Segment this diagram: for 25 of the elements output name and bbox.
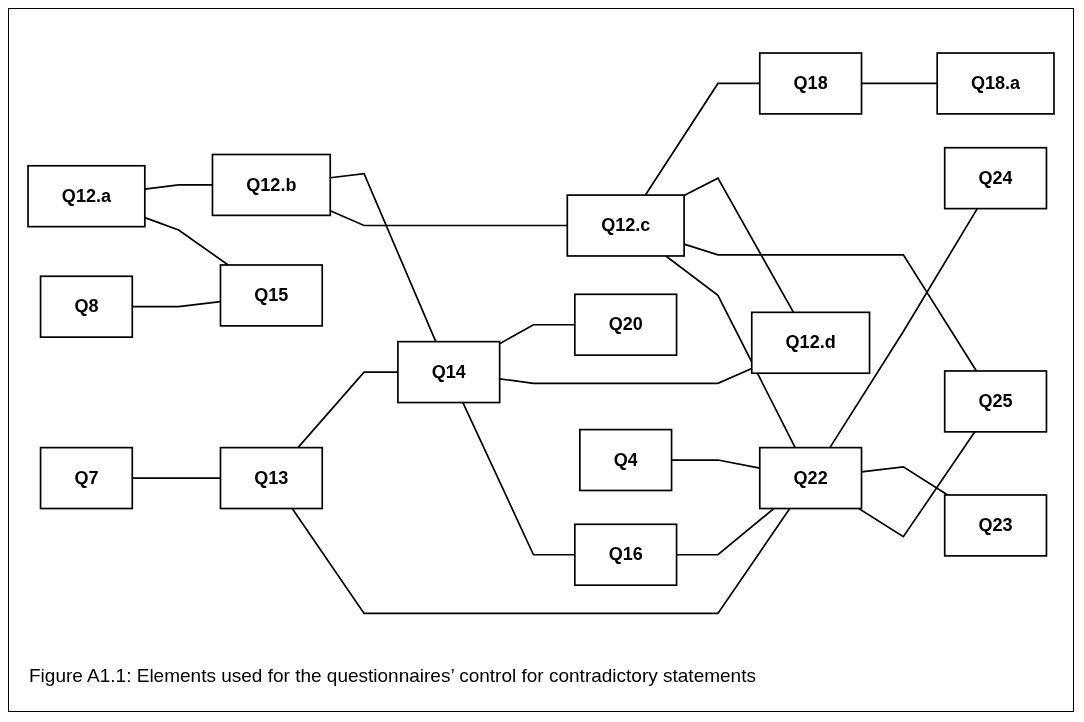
- connector: [291, 507, 791, 614]
- connector: [857, 430, 976, 538]
- connector: [665, 254, 797, 449]
- node-box: [750, 311, 871, 374]
- node-box: [943, 146, 1048, 210]
- figure-caption: Figure A1.1: Elements used for the questionnaires’ control for contradictory statements: [29, 665, 756, 687]
- node-box: [27, 164, 146, 228]
- node-box: [758, 51, 863, 115]
- node-box: [758, 446, 863, 510]
- node-box: [39, 446, 134, 510]
- figure-frame: Q18 Q18.a Q12.a Q12.b Q24 Q12.c Q8 Q15 Q20 Q12.d Q14 Q25 Q7 Q13 Q4 Q22 Q23 Q16 Figure A1.1: Elements used for the questionnaires’ control for contradictory statements: [8, 8, 1074, 712]
- connector: [829, 207, 979, 449]
- node-box: [573, 293, 678, 356]
- connector: [683, 176, 795, 313]
- node-box: [219, 446, 324, 510]
- node-box: [566, 194, 685, 257]
- node-box: [579, 428, 673, 492]
- node-box: [397, 340, 501, 404]
- node-box: [943, 369, 1048, 433]
- node-box: [39, 275, 134, 338]
- node-box: [219, 263, 324, 327]
- node-box: [573, 523, 678, 586]
- node-box: [943, 493, 1048, 557]
- node-box: [211, 153, 332, 216]
- node-box: [936, 51, 1055, 115]
